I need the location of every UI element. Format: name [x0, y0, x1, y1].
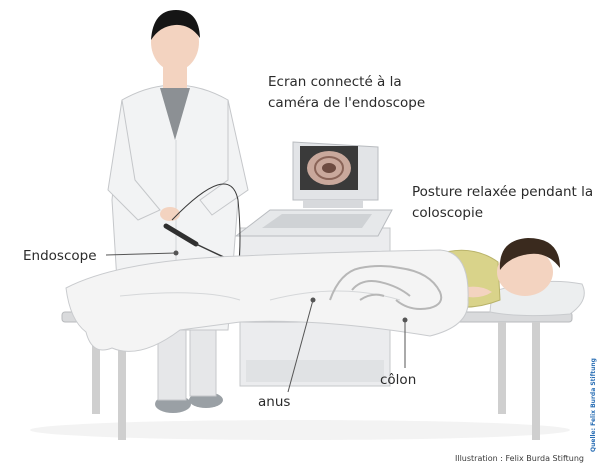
- endoscope-label: Endoscope: [23, 246, 97, 266]
- posture-label-line1: Posture relaxée pendant la: [412, 182, 593, 202]
- anus-label: anus: [258, 392, 290, 412]
- posture-label-line2: coloscopie: [412, 203, 483, 223]
- doctor-hand: [160, 207, 180, 221]
- source-note: Quelle: Felix Burda Stiftung: [590, 358, 597, 452]
- screen-label-line2: caméra de l'endoscope: [268, 93, 425, 113]
- doctor: [108, 10, 248, 413]
- floor-shadow: [30, 420, 570, 440]
- screen-label-line1: Ecran connecté à la: [268, 72, 402, 92]
- monitor: [293, 142, 378, 208]
- illustration-credit: Illustration : Felix Burda Stiftung: [455, 454, 584, 463]
- keyboard: [236, 210, 392, 236]
- colon-label: côlon: [380, 370, 416, 390]
